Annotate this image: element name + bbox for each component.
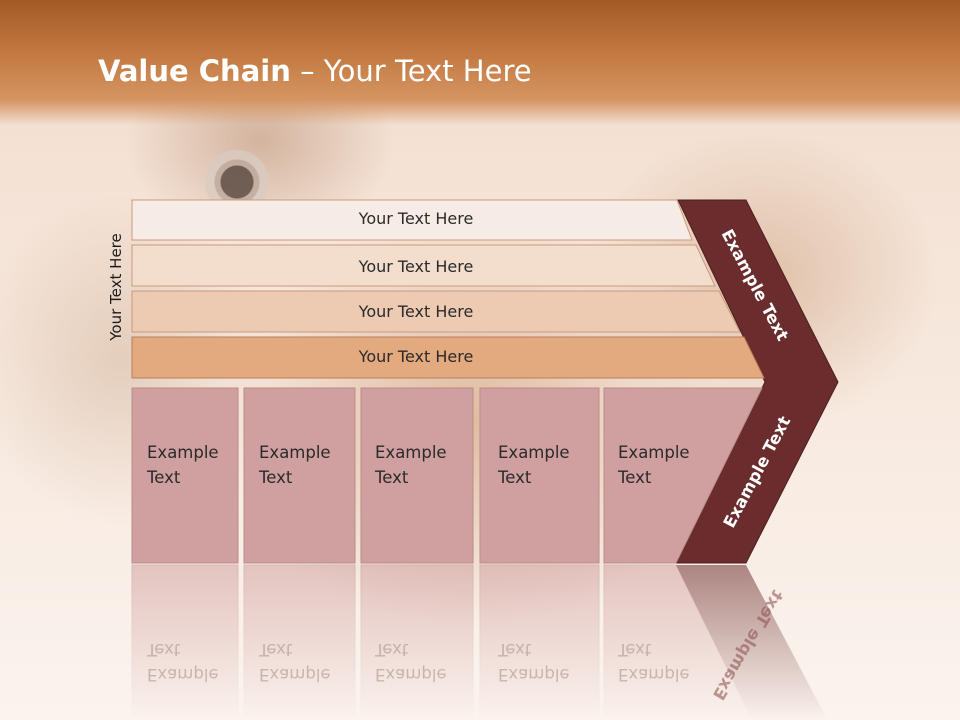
reflection: [131, 564, 828, 720]
box-1-shape: [131, 387, 239, 564]
box-1-line1: Example: [147, 443, 219, 462]
box-4-label: Example Text: [498, 440, 588, 490]
box-2-line1: Example: [259, 443, 331, 462]
row-1-label: Your Text Here: [358, 209, 474, 228]
box-4-shape: [479, 387, 600, 564]
row-2-label: Your Text Here: [358, 257, 474, 276]
box-2-shape: [243, 387, 356, 564]
box-3-shape: [360, 387, 474, 564]
box-5-label: Example Text: [618, 440, 708, 490]
row-3-shape: [131, 290, 741, 333]
box-4-line2: Text: [498, 468, 532, 487]
row-4-shape: [131, 336, 765, 379]
box-2-line2: Text: [259, 468, 293, 487]
page-title: Value Chain – Your Text Here: [98, 54, 532, 88]
box-5-shape: [603, 387, 763, 564]
title-bold: Value Chain: [98, 54, 291, 88]
box-5-line1: Example: [618, 443, 690, 462]
box-3-line2: Text: [375, 468, 409, 487]
box-3-line1: Example: [375, 443, 447, 462]
box-2-label: Example Text: [259, 440, 349, 490]
box-1-line2: Text: [147, 468, 181, 487]
title-rest: – Your Text Here: [290, 54, 532, 88]
chevron-arrow: [675, 199, 839, 564]
box-3-label: Example Text: [375, 440, 465, 490]
row-2-shape: [131, 244, 716, 287]
row-4-label: Your Text Here: [358, 347, 474, 366]
row-1-shape: [131, 199, 693, 241]
row-3-label: Your Text Here: [358, 302, 474, 321]
box-5-line2: Text: [618, 468, 652, 487]
title-bar: Value Chain – Your Text Here: [0, 0, 960, 125]
box-1-label: Example Text: [147, 440, 237, 490]
box-4-line1: Example: [498, 443, 570, 462]
